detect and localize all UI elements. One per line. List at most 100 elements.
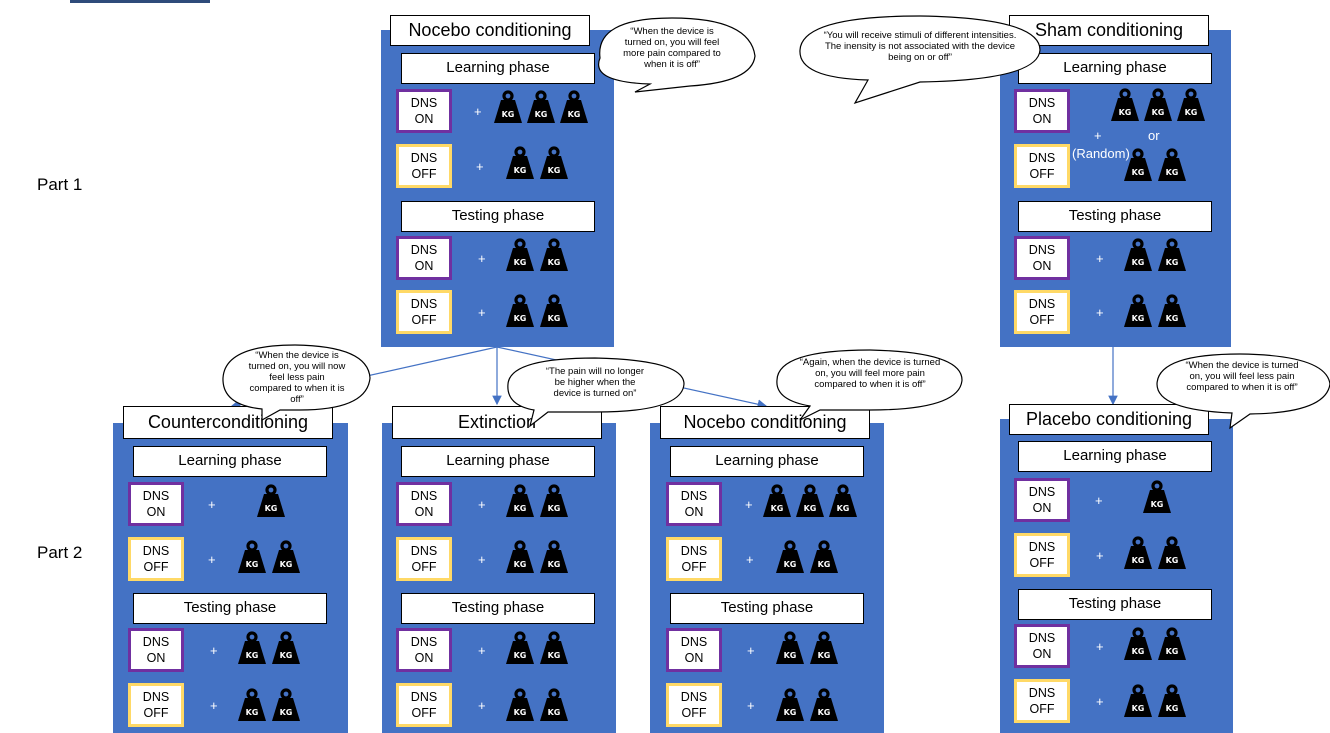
off-text: OFF xyxy=(143,560,169,574)
kg-label: KG xyxy=(818,560,831,569)
dns-text: DNS xyxy=(1028,540,1056,554)
plus-sign: + xyxy=(747,698,755,713)
dns-text: DNS xyxy=(1028,686,1056,700)
testing-phase-label: Testing phase xyxy=(1018,589,1212,620)
kg-label: KG xyxy=(280,708,293,717)
dns-off-box: DNS OFF xyxy=(666,683,722,727)
learning-phase-label: Learning phase xyxy=(133,446,327,477)
plus-sign: + xyxy=(1096,694,1104,709)
kg-label: KG xyxy=(280,560,293,569)
off-text: OFF xyxy=(681,560,707,574)
dns-text: DNS xyxy=(1028,485,1056,499)
kg-weight-icon: KG xyxy=(539,688,569,722)
panel-title: Placebo conditioning xyxy=(1009,404,1209,435)
kg-weight-icon: KG xyxy=(505,688,535,722)
kg-label: KG xyxy=(837,504,850,513)
plus-sign: + xyxy=(478,305,486,320)
kg-label: KG xyxy=(514,314,527,323)
kg-label: KG xyxy=(548,166,561,175)
dns-text: DNS xyxy=(410,96,438,110)
off-text: OFF xyxy=(411,167,437,181)
kg-label: KG xyxy=(1132,258,1145,267)
kg-weight-icon: KG xyxy=(762,484,792,518)
kg-weight-icon: KG xyxy=(505,146,535,180)
kg-label: KG xyxy=(548,651,561,660)
kg-weight-icon: KG xyxy=(775,540,805,574)
learning-phase-label: Learning phase xyxy=(401,446,595,477)
part-2-label: Part 2 xyxy=(37,543,83,562)
kg-label: KG xyxy=(1166,258,1179,267)
kg-weight-icon: KG xyxy=(1123,294,1153,328)
on-text: ON xyxy=(414,112,434,126)
kg-weight-icon: KG xyxy=(505,540,535,574)
dns-text: DNS xyxy=(410,635,438,649)
kg-label: KG xyxy=(1132,556,1145,565)
kg-weight-icon: KG xyxy=(505,631,535,665)
kg-weight-icon: KG xyxy=(1143,88,1173,122)
kg-label: KG xyxy=(1151,500,1164,509)
testing-phase-label: Testing phase xyxy=(401,593,595,624)
kg-weight-icon: KG xyxy=(1123,148,1153,182)
plus-sign: + xyxy=(1096,305,1104,320)
dns-text: DNS xyxy=(680,635,708,649)
plus-sign: + xyxy=(1096,251,1104,266)
kg-label: KG xyxy=(784,651,797,660)
plus-sign: + xyxy=(745,497,753,512)
plus-sign: + xyxy=(208,497,216,512)
kg-label: KG xyxy=(514,651,527,660)
kg-label: KG xyxy=(1185,108,1198,117)
speech-bubble-5 xyxy=(776,349,963,421)
kg-weight-icon: KG xyxy=(795,484,825,518)
dns-text: DNS xyxy=(1028,297,1056,311)
kg-label: KG xyxy=(1166,647,1179,656)
off-text: OFF xyxy=(1029,702,1055,716)
kg-label: KG xyxy=(514,258,527,267)
off-text: OFF xyxy=(1029,556,1055,570)
on-text: ON xyxy=(414,505,434,519)
part-1-label: Part 1 xyxy=(37,175,83,194)
off-text: OFF xyxy=(411,313,437,327)
plus-sign: + xyxy=(474,104,482,119)
on-text: ON xyxy=(146,505,166,519)
off-text: OFF xyxy=(143,706,169,720)
kg-label: KG xyxy=(1119,108,1132,117)
or-text: or xyxy=(1148,128,1160,143)
kg-weight-icon: KG xyxy=(539,294,569,328)
on-text: ON xyxy=(684,505,704,519)
kg-weight-icon: KG xyxy=(809,631,839,665)
kg-weight-icon: KG xyxy=(1176,88,1206,122)
kg-weight-icon: KG xyxy=(256,484,286,518)
speech-bubble-2 xyxy=(799,15,1041,105)
off-text: OFF xyxy=(681,706,707,720)
plus-sign: + xyxy=(1095,493,1103,508)
plus-sign: + xyxy=(478,698,486,713)
kg-weight-icon: KG xyxy=(1157,148,1187,182)
on-text: ON xyxy=(1032,647,1052,661)
dns-text: DNS xyxy=(1028,151,1056,165)
dns-text: DNS xyxy=(142,489,170,503)
kg-weight-icon: KG xyxy=(505,484,535,518)
bubble-4-text: “The pain will no longer be higher when … xyxy=(545,366,645,399)
on-text: ON xyxy=(1032,112,1052,126)
dns-text: DNS xyxy=(410,690,438,704)
speech-bubble-6 xyxy=(1156,353,1330,430)
dns-text: DNS xyxy=(142,635,170,649)
bubble-2-text: “You will receive stimuli of different i… xyxy=(823,30,1017,63)
kg-weight-icon: KG xyxy=(539,238,569,272)
kg-label: KG xyxy=(246,651,259,660)
dns-text: DNS xyxy=(680,690,708,704)
speech-bubble-1 xyxy=(598,17,756,93)
plus-sign: + xyxy=(746,552,754,567)
kg-weight-icon: KG xyxy=(1157,627,1187,661)
kg-label: KG xyxy=(1166,556,1179,565)
plus-sign: + xyxy=(476,159,484,174)
kg-label: KG xyxy=(784,560,797,569)
